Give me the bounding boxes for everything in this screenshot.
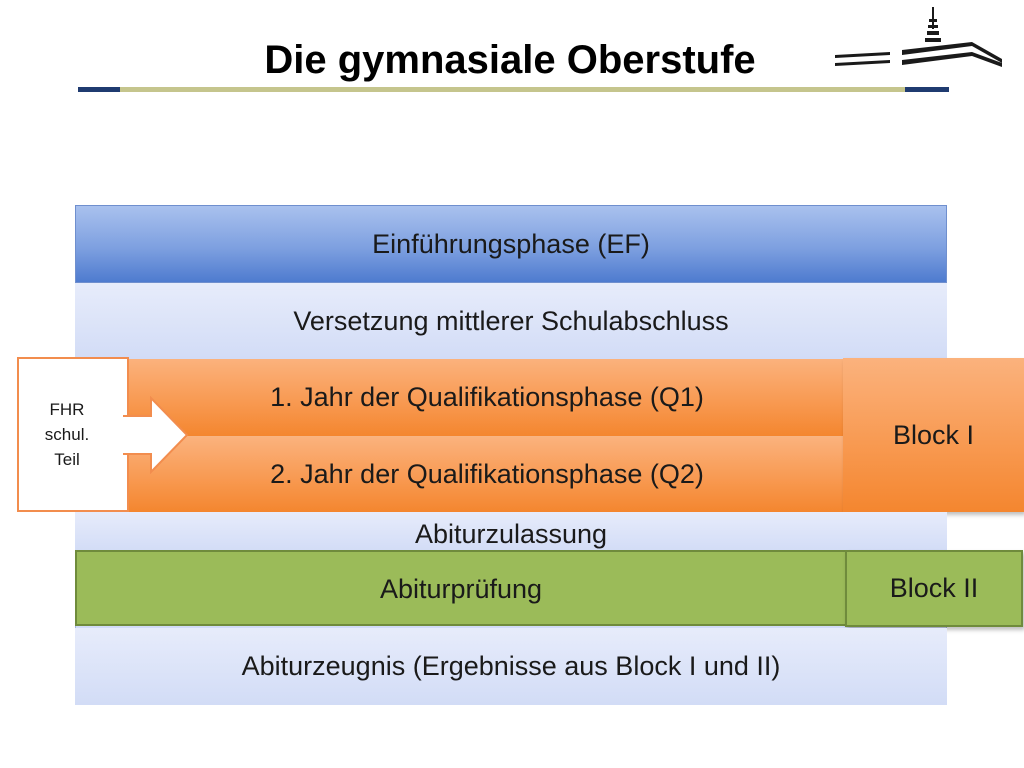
phase-abiturzeugnis: Abiturzeugnis (Ergebnisse aus Block I un… [75, 628, 947, 705]
slide-title: Die gymnasiale Oberstufe [264, 38, 756, 82]
fhr-line-3: Teil [54, 450, 80, 469]
phase-abiturpruefung: Abiturprüfung [75, 550, 847, 626]
tower-logo-icon [835, 7, 1002, 67]
phase-versetzung: Versetzung mittlerer Schulabschluss [75, 283, 947, 359]
phase-ef: Einführungsphase (EF) [75, 205, 947, 283]
phase-q2: 2. Jahr der Qualifikationsphase (Q2) [128, 436, 846, 512]
title-underline-left [78, 87, 120, 92]
title-underline-middle [120, 87, 905, 92]
arrow-right-icon [123, 396, 189, 474]
title-underline-right [905, 87, 949, 92]
fhr-line-1: FHR [49, 400, 85, 419]
fhr-line-2: schul. [44, 425, 90, 444]
fhr-box: FHR schul. Teil [17, 357, 129, 512]
phase-abiturzulassung: Abiturzulassung [75, 512, 947, 552]
phase-q1: 1. Jahr der Qualifikationsphase (Q1) [128, 359, 846, 436]
block-two: Block II [845, 550, 1023, 627]
block-one: Block I [843, 358, 1024, 512]
